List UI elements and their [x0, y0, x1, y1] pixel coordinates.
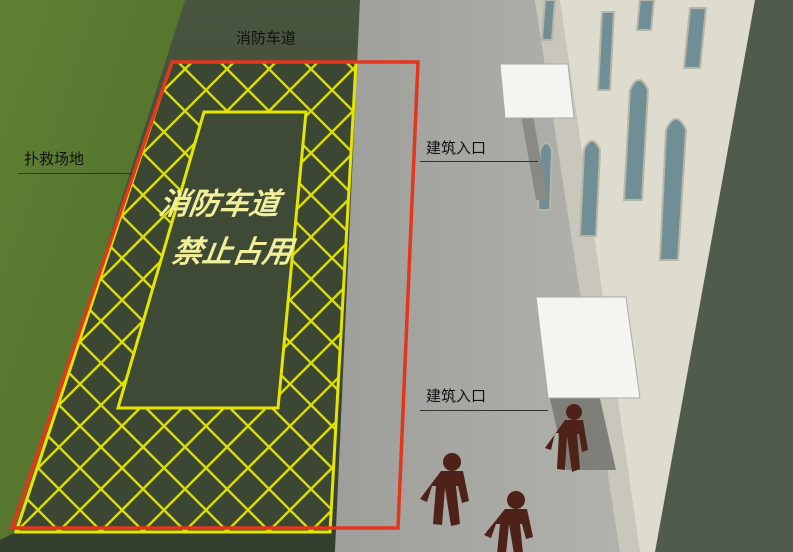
building-windows [536, 0, 708, 261]
hatch-line [16, 62, 257, 532]
grass-area [0, 0, 185, 540]
hatch-line [16, 62, 173, 532]
label-entrance-lower: 建筑入口 [426, 387, 487, 405]
hatch-line [239, 62, 356, 532]
rescue-site-leader-line [18, 173, 132, 174]
people-silhouettes [420, 404, 588, 552]
entrance-upper-leader-line [420, 161, 538, 162]
hatch-line [197, 62, 356, 532]
hatch-line [16, 62, 131, 532]
ground-text-line2: 禁止占用 [170, 235, 299, 270]
hatch-line [155, 62, 356, 532]
entrance-canopy-upper [499, 63, 575, 200]
label-fire-lane: 消防车道 [236, 29, 297, 47]
hatch-line [16, 62, 257, 532]
pavement [335, 0, 620, 552]
hatch-line [71, 62, 356, 532]
hatch-line [113, 62, 356, 532]
label-rescue-site: 扑救场地 [24, 150, 85, 168]
ground-text-line1: 消防车道 [157, 187, 287, 222]
building-side [655, 0, 793, 552]
hatch-line [16, 62, 215, 532]
ground-marking-text: 消防车道 禁止占用 [157, 187, 299, 270]
entrance-lower-leader-line [420, 410, 548, 411]
hatch-line [29, 62, 356, 532]
rescue-site-boundary [9, 60, 420, 530]
marking-inner-zone [116, 110, 308, 410]
hatch-line [239, 62, 356, 532]
label-entrance-upper: 建筑入口 [426, 139, 487, 157]
